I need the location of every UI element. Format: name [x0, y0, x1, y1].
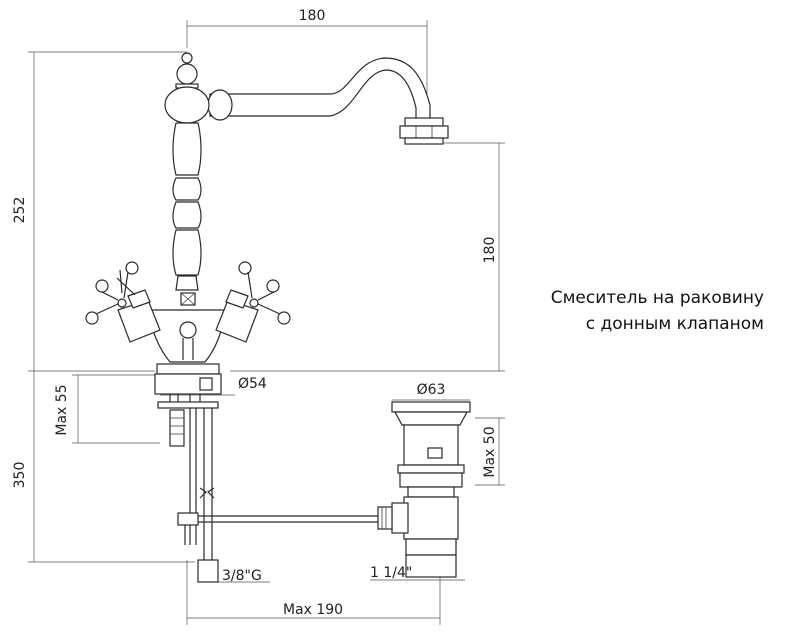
- caption-line-1: Смеситель на раковину: [550, 288, 764, 308]
- faucet-body: [149, 52, 449, 363]
- dim-drain-diameter: Ø63: [417, 382, 446, 398]
- dim-drain-thread: 1 1/4": [370, 565, 412, 581]
- dim-max-width: Max 190: [283, 602, 343, 618]
- dim-hose-thread: 3/8"G: [222, 568, 262, 584]
- faucet-mount: [154, 363, 378, 583]
- dim-total-height: 252: [12, 197, 28, 224]
- drain-valve: [377, 401, 471, 578]
- dim-spout-reach: 180: [299, 8, 326, 24]
- dim-drain-max: Max 50: [482, 426, 498, 477]
- right-handle: [215, 261, 291, 343]
- caption-line-2: с донным клапаном: [585, 314, 764, 334]
- product-caption: Смеситель на раковину с донным клапаном: [551, 285, 764, 337]
- left-handle: [85, 261, 161, 343]
- dim-max-thickness: Max 55: [54, 384, 70, 435]
- dim-base-diameter: Ø54: [238, 376, 267, 392]
- dim-spout-height: 180: [482, 237, 498, 264]
- dimension-lines: [28, 20, 505, 625]
- dim-below-counter: 350: [12, 462, 28, 489]
